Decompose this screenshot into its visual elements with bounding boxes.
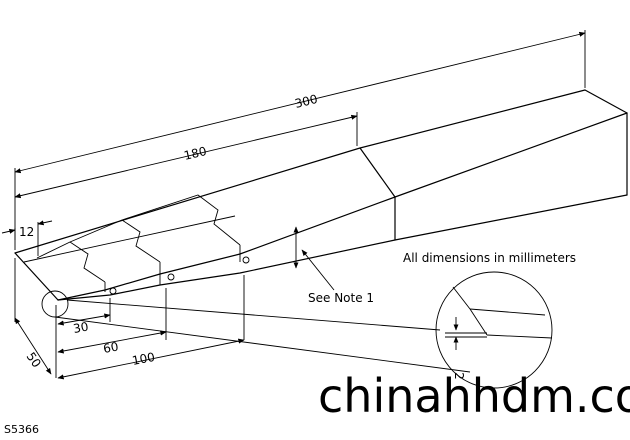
mark-circle-100: [242, 256, 250, 264]
dimension-30: 30: [57, 298, 111, 336]
dim-60-label: 60: [102, 340, 119, 356]
dim-50-label: 50: [24, 350, 44, 371]
dim-30-label: 30: [72, 320, 89, 336]
dimension-12: 12: [1, 220, 53, 256]
dim-180-label: 180: [182, 144, 208, 163]
dimension-300: 300: [14, 30, 586, 240]
units-note: All dimensions in millimeters: [403, 251, 576, 265]
see-note-label: See Note 1: [308, 291, 374, 305]
dimension-100: 100: [57, 275, 245, 380]
detail-thickness-label: 2: [452, 372, 466, 380]
mark-circle-60: [167, 273, 175, 281]
note-1-callout: See Note 1: [293, 226, 374, 305]
mark-circle-30: [109, 287, 117, 295]
dimension-180: 180: [14, 112, 358, 199]
dim-100-label: 100: [131, 350, 156, 368]
dim-12-label: 12: [19, 225, 34, 239]
detail-callout: 2: [41, 271, 553, 389]
watermark: chinahhdm.co: [318, 369, 630, 423]
step-features: [36, 194, 250, 295]
figure-id: S5366: [4, 423, 39, 436]
dim-300-label: 300: [293, 92, 319, 111]
wedge-body: [14, 89, 628, 301]
